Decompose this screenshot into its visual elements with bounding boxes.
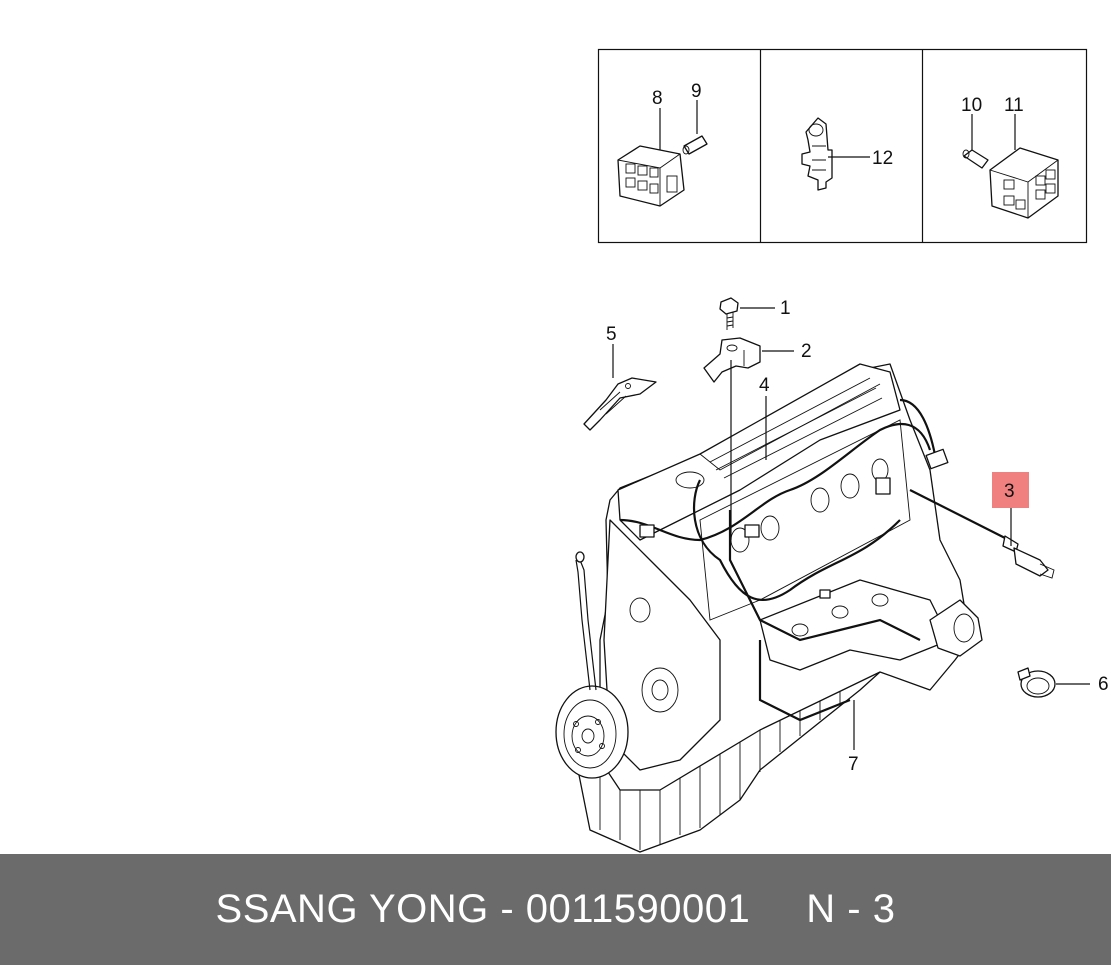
callout-8: 8 xyxy=(652,88,663,109)
parts-diagram: 8 9 12 10 11 xyxy=(555,48,1109,853)
bracket-2-drawing xyxy=(703,337,761,383)
callout-9: 9 xyxy=(691,81,702,102)
callout-3: 3 xyxy=(1004,481,1015,502)
bracket-5-drawing xyxy=(583,377,657,431)
callout-6: 6 xyxy=(1098,674,1109,695)
main-callouts: 1 2 5 4 3 6 7 xyxy=(606,298,1109,775)
bolt-1-drawing xyxy=(719,297,739,330)
footer-bar: SSANG YONG - 0011590001 N - 3 xyxy=(0,854,1111,965)
engine-drawing xyxy=(555,297,1056,853)
footer-caption: SSANG YONG - 0011590001 N - 3 xyxy=(216,887,896,932)
callout-2: 2 xyxy=(801,341,812,362)
callout-4: 4 xyxy=(759,375,770,396)
diagram-reference: N - 3 xyxy=(806,887,896,931)
pin-10-drawing xyxy=(962,149,989,169)
connector-11-drawing xyxy=(989,147,1059,219)
brand-part-number: SSANG YONG - 0011590001 xyxy=(215,887,751,931)
callout-11: 11 xyxy=(1004,95,1024,116)
callout-10: 10 xyxy=(961,95,982,116)
clip-12-drawing xyxy=(801,117,833,191)
crank-pulley xyxy=(555,685,629,779)
callout-1: 1 xyxy=(780,298,791,319)
pin-9-drawing xyxy=(682,135,708,155)
clamp-6-drawing xyxy=(1017,667,1056,698)
inset-panel: 8 9 12 10 11 xyxy=(597,48,1088,244)
callout-5: 5 xyxy=(606,324,617,345)
callout-7: 7 xyxy=(848,754,859,775)
callout-12: 12 xyxy=(872,148,893,169)
callout-3-highlight xyxy=(992,472,1029,508)
connector-8-drawing xyxy=(617,145,685,207)
